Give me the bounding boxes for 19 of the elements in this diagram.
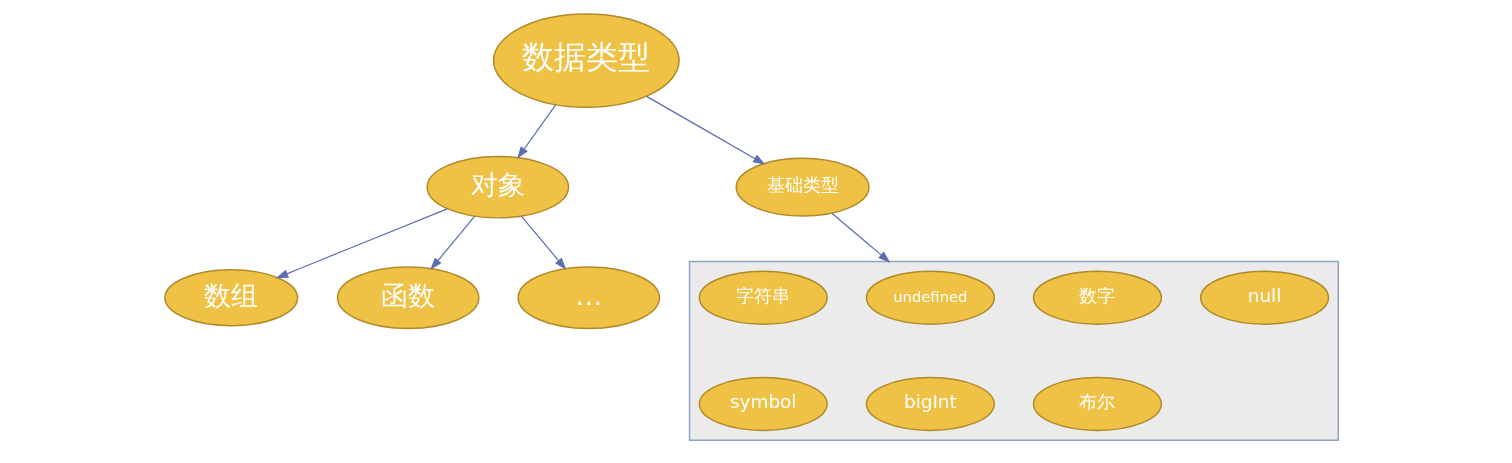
- arrow: [429, 215, 475, 270]
- node-ellipse: bigInt: [865, 376, 995, 431]
- node-ellipse: 对象: [426, 155, 569, 219]
- node-ellipse: 基础类型: [735, 157, 870, 217]
- arrow: [645, 95, 765, 165]
- arrow: [830, 212, 890, 263]
- arrow: [516, 103, 556, 159]
- arrow: [520, 215, 566, 270]
- node-ellipse: undefined: [865, 270, 995, 325]
- cluster: [688, 260, 1339, 441]
- node-ellipse: …: [516, 265, 660, 329]
- node-ellipse: 字符串: [698, 270, 828, 325]
- arrow: [275, 207, 448, 278]
- node-ellipse: 数字: [1032, 270, 1162, 325]
- node-ellipse: 函数: [336, 265, 480, 329]
- node-ellipse: 数据类型: [492, 12, 680, 108]
- node-ellipse: symbol: [698, 376, 828, 431]
- node-ellipse: null: [1199, 270, 1329, 325]
- node-ellipse: 布尔: [1032, 376, 1162, 431]
